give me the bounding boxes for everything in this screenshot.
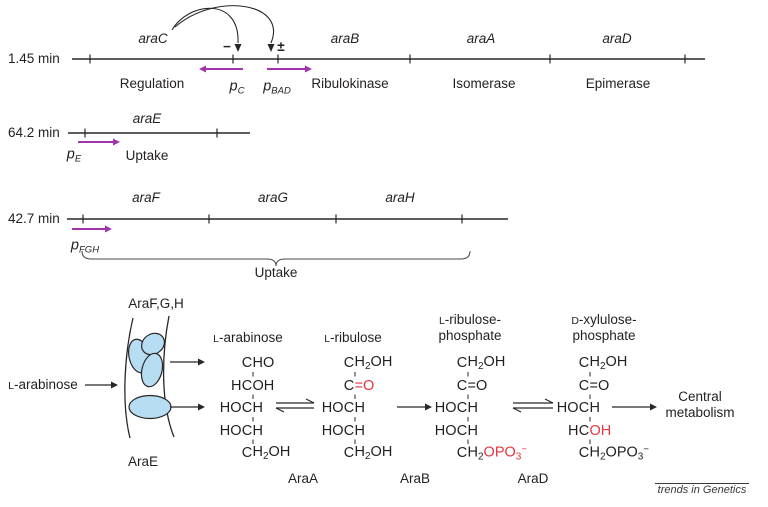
arad-equilibrium-arrow-top-barb xyxy=(544,398,554,404)
map3-minute-label: 42.7 min xyxy=(8,210,60,226)
promoter-label-pFGH: pFGH xyxy=(70,237,100,256)
central-metabolism-line1: Central xyxy=(678,388,722,404)
arac-arc-head-pc xyxy=(234,44,242,52)
product-label-araD: Epimerase xyxy=(585,75,651,91)
map1-promoter-arrow-0-head xyxy=(199,65,206,73)
molecule-2-title-1: phosphate xyxy=(438,327,502,343)
arad-equilibrium-arrow-bot-barb xyxy=(512,407,522,413)
regulation-plusminus-sign: ± xyxy=(277,38,285,54)
membrane-left-curve xyxy=(124,317,134,439)
araa-equilibrium-arrow-bot-barb xyxy=(275,407,285,413)
uptake-brace xyxy=(81,250,471,267)
product-label-araC: Regulation xyxy=(119,75,185,91)
araa-equilibrium-arrow-top-barb xyxy=(305,398,315,404)
gene-label-araB: araB xyxy=(330,30,360,46)
substrate-arrow-head xyxy=(111,381,118,389)
molecule-3-title-0: D-xylulose- xyxy=(571,311,637,327)
map2-minute-label: 64.2 min xyxy=(8,124,60,140)
arac-regulation-arc-pc xyxy=(171,7,239,44)
journal-brand: trends in Genetics xyxy=(657,484,747,497)
map1-minute-label: 1.45 min xyxy=(8,50,60,66)
molecule-0-title-0: L-arabinose xyxy=(213,329,283,345)
transport-out-arrow-bottom-head xyxy=(198,403,205,411)
transport-out-arrow-top-head xyxy=(198,358,205,366)
gene-label-araA: araA xyxy=(466,30,496,46)
gene-label-araC: araC xyxy=(138,30,168,46)
molecule-1-row-1: C=O xyxy=(343,377,375,394)
promoter-label-pC: pC xyxy=(229,78,245,97)
molecule-2-row-1: C=O xyxy=(456,377,488,394)
promoter-label-pE: pE xyxy=(66,146,82,165)
gene-label-araD: araD xyxy=(602,30,632,46)
molecule-1-title-0: L-ribulose xyxy=(324,329,382,345)
transporter-complex-label: AraF,G,H xyxy=(128,295,184,311)
molecule-3-title-1: phosphate xyxy=(572,327,636,343)
arac-regulation-arc-pbad xyxy=(174,5,274,44)
map2-promoter-arrow-0-head xyxy=(113,138,120,146)
gene-label-araF: araF xyxy=(132,189,160,205)
arab-reaction-arrow-head xyxy=(425,403,432,411)
transporter-fgh-subunit-1 xyxy=(141,332,165,356)
enzyme-arab-label: AraB xyxy=(399,470,431,486)
gene-label-araH: araH xyxy=(385,189,415,205)
substrate-label: L-arabinose xyxy=(8,376,78,392)
gene-label-araG: araG xyxy=(257,189,289,205)
gene-label-araE: araE xyxy=(132,110,162,126)
brace-label-uptake: Uptake xyxy=(254,264,298,280)
product-label-araA: Isomerase xyxy=(452,75,516,91)
substrate-prefix: L xyxy=(8,379,15,392)
molecule-3-row-1: C=O xyxy=(578,377,610,394)
regulation-minus-sign: − xyxy=(223,38,231,54)
arac-arc-head-pbad xyxy=(267,44,275,52)
membrane-right-curve xyxy=(162,315,175,438)
transporter-fgh-subunit-2 xyxy=(140,352,164,388)
map1-promoter-arrow-1-head xyxy=(305,65,312,73)
central-metabolism-arrow-head xyxy=(650,403,657,411)
enzyme-arad-label: AraD xyxy=(517,470,549,486)
transporter-arae-label: AraE xyxy=(127,453,159,469)
substrate-name: -arabinose xyxy=(14,376,78,392)
molecule-2-title-0: L-ribulose- xyxy=(438,311,502,327)
product-label-araE: Uptake xyxy=(125,147,169,163)
promoter-label-pBAD: pBAD xyxy=(263,78,291,97)
transporter-arae-ellipse xyxy=(128,394,172,420)
central-metabolism-line2: metabolism xyxy=(665,404,735,420)
map3-promoter-arrow-0-head xyxy=(105,225,112,233)
product-label-araB: Ribulokinase xyxy=(311,75,389,91)
enzyme-araa-label: AraA xyxy=(287,470,319,486)
